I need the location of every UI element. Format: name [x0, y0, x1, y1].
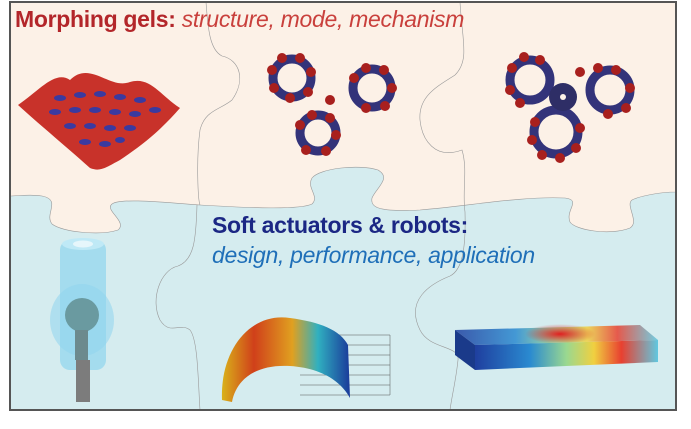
- soft-actuators-heading: Soft actuators & robots:: [212, 212, 469, 238]
- heated-slab-figure: [455, 324, 658, 370]
- puzzle-seam: [415, 1, 466, 411]
- top-panel: [9, 1, 677, 234]
- three-ring-gel-flat-figure: [505, 52, 635, 163]
- wavy-gel-surface-figure: [18, 72, 180, 170]
- puzzle-seam: [155, 1, 241, 411]
- tube-actuator-figure: [50, 238, 114, 402]
- morphing-gels-heading: Morphing gels:: [15, 6, 176, 32]
- frame-border: [9, 1, 677, 411]
- soft-actuators-subtitle: design, performance, application: [212, 242, 535, 268]
- morphing-gels-title: Morphing gels: structure, mode, mechanis…: [15, 6, 464, 33]
- morphing-gels-subtitle: structure, mode, mechanism: [181, 6, 465, 32]
- bending-arch-figure: [221, 317, 391, 402]
- three-ring-gel-figure: [267, 53, 397, 156]
